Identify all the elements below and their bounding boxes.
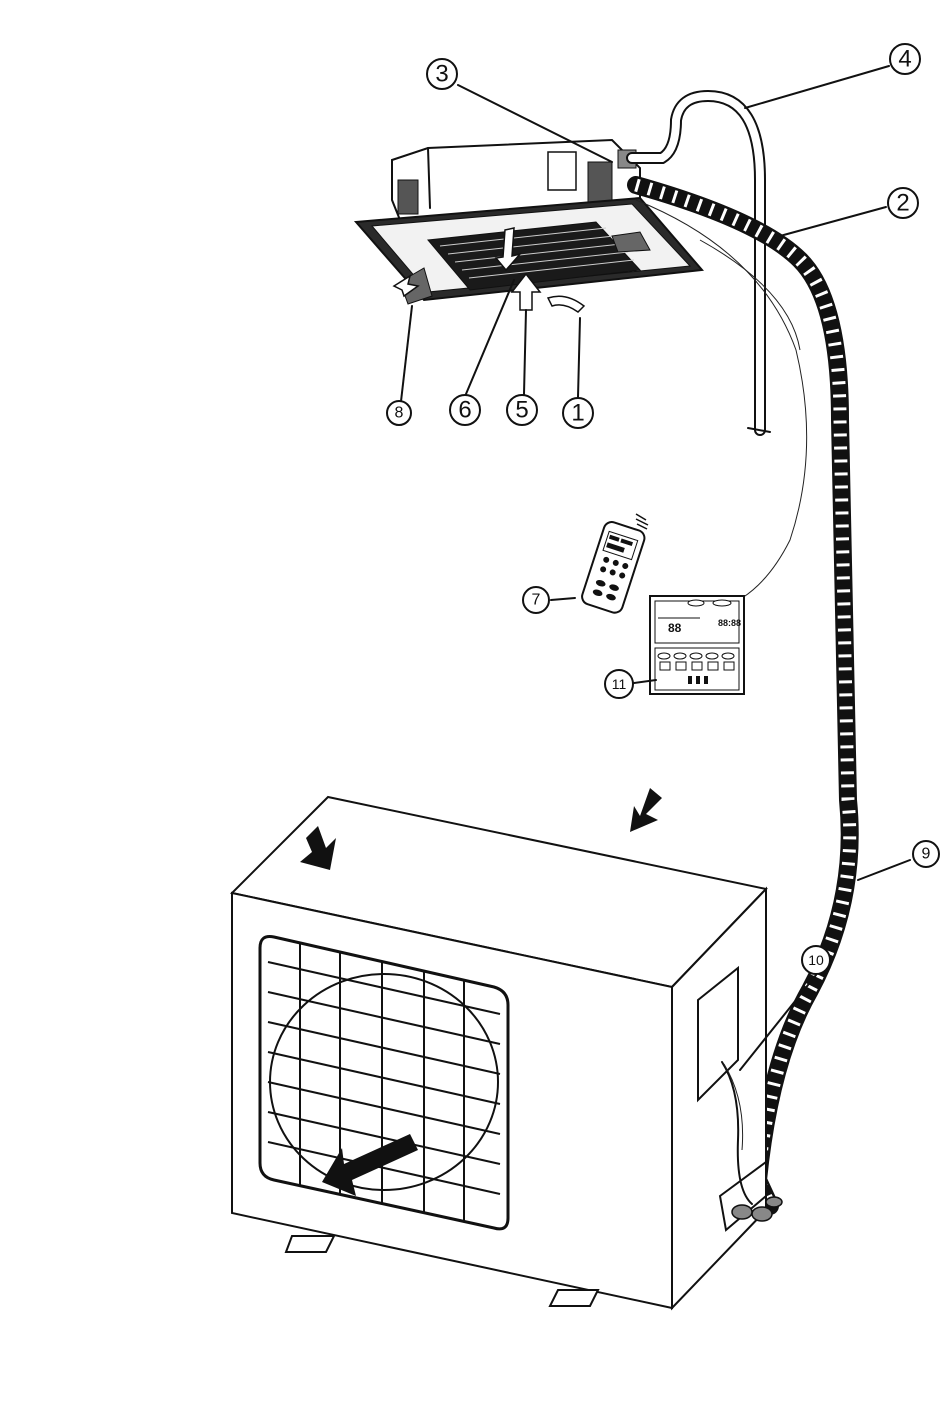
- wired-controller: 88 88:88: [650, 596, 744, 694]
- svg-text:7: 7: [532, 592, 541, 609]
- clock-display: 88:88: [718, 618, 741, 628]
- svg-text:5: 5: [515, 397, 528, 424]
- svg-text:2: 2: [896, 190, 909, 217]
- svg-text:10: 10: [808, 952, 824, 968]
- discharge-air-arrow: [548, 296, 584, 312]
- callout-11: 11: [605, 670, 633, 698]
- callout-10: 10: [802, 946, 830, 974]
- svg-text:3: 3: [435, 61, 448, 88]
- callout-7: 7: [523, 587, 549, 613]
- callout-6: 6: [450, 395, 480, 425]
- svg-text:4: 4: [898, 46, 911, 73]
- callout-3: 3: [427, 59, 457, 89]
- svg-text:11: 11: [612, 676, 627, 692]
- svg-text:8: 8: [395, 405, 404, 422]
- callout-4: 4: [890, 44, 920, 74]
- outdoor-unit: [232, 788, 766, 1308]
- svg-text:9: 9: [922, 846, 931, 863]
- temperature-display: 88: [668, 621, 682, 635]
- callout-1: 1: [563, 398, 593, 428]
- callout-9: 9: [913, 841, 939, 867]
- top-intake-arrow-right: [630, 788, 662, 832]
- callout-8: 8: [387, 401, 411, 425]
- svg-text:1: 1: [571, 400, 584, 427]
- indoor-cassette-unit: [356, 140, 702, 312]
- callout-5: 5: [507, 395, 537, 425]
- callout-2: 2: [888, 188, 918, 218]
- wireless-remote-control: [580, 520, 647, 615]
- signal-waves-icon: [636, 514, 648, 529]
- svg-text:6: 6: [458, 397, 471, 424]
